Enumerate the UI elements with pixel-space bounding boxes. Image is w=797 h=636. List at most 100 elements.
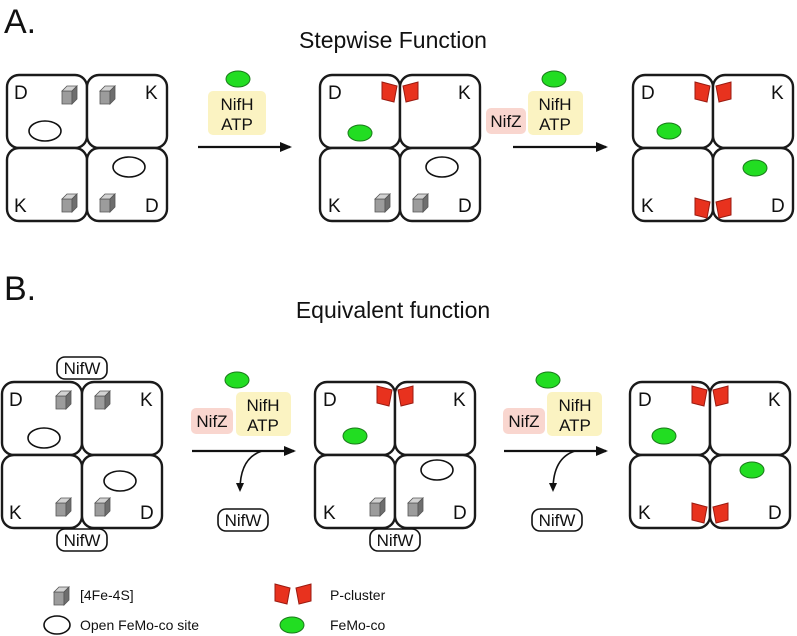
fe4s4-cube-icon — [374, 193, 391, 213]
open-femoco-site-icon — [28, 120, 62, 142]
subunit-k-label: K — [328, 196, 341, 217]
panel-b-title: Equivalent function — [296, 297, 490, 323]
subunit-k-label: K — [771, 83, 784, 104]
open-femoco-site-icon — [420, 459, 454, 481]
nifz-label: NifZ — [508, 412, 539, 431]
nifw-label: NifW — [64, 359, 101, 378]
tetramer-a3: D K K D — [631, 73, 795, 223]
tetramer-b2: D K K D NifW — [313, 380, 477, 552]
nifw-box — [56, 356, 108, 380]
subunit-d-label: D — [771, 196, 785, 217]
nifh-atp-box — [208, 91, 266, 135]
nifw-label: NifW — [225, 511, 262, 530]
femoco-icon — [651, 427, 677, 445]
femoco-icon — [535, 371, 561, 389]
subunit-k-label: K — [323, 503, 336, 524]
nifw-label: NifW — [539, 511, 576, 530]
fe4s4-cube-icon — [61, 193, 78, 213]
open-femoco-site-icon — [43, 615, 71, 635]
subunit-d-label: D — [328, 83, 342, 104]
fe4s4-cube-icon — [94, 390, 111, 410]
subunit-k-label: K — [641, 196, 654, 217]
nifh-label: NifH — [246, 396, 279, 415]
femoco-icon — [739, 461, 765, 479]
open-femoco-site-icon — [27, 427, 61, 449]
subunit-d-label: D — [145, 196, 159, 217]
step-a2: NifZ NifH ATP — [486, 70, 608, 152]
fe4s4-cube-icon — [55, 390, 72, 410]
nifw-label: NifW — [377, 531, 414, 550]
nifz-label: NifZ — [196, 412, 227, 431]
subunit-k-label: K — [14, 196, 27, 217]
subunit-k-label: K — [140, 390, 153, 411]
nifz-label: NifZ — [490, 112, 521, 131]
nifw-box — [217, 508, 269, 532]
subunit-d-label: D — [638, 390, 652, 411]
fe4s4-cube-icon — [99, 193, 116, 213]
femoco-icon — [224, 371, 250, 389]
step-a1: NifH ATP — [198, 70, 292, 152]
fe4s4-cube-icon — [99, 85, 116, 105]
open-femoco-site-icon — [112, 156, 146, 178]
subunit-d-label: D — [323, 390, 337, 411]
nifh-label: NifH — [220, 95, 253, 114]
panel-b-letter: B. — [4, 270, 36, 308]
tetramer-a2: D K K D — [318, 73, 482, 223]
panel-a-title: Stepwise Function — [299, 27, 487, 53]
nifh-atp-box — [547, 392, 602, 436]
fe4s4-cube-icon — [61, 85, 78, 105]
nifz-box — [486, 108, 526, 134]
open-femoco-site-icon — [103, 470, 137, 492]
fe4s4-cube-icon — [55, 497, 72, 517]
legend-p-cluster-label: P-cluster — [330, 587, 386, 603]
femoco-icon — [541, 70, 567, 88]
subunit-d-label: D — [9, 390, 23, 411]
subunit-k-label: K — [768, 390, 781, 411]
femoco-icon — [742, 159, 768, 177]
subunit-k-label: K — [458, 83, 471, 104]
step-b1: NifZ NifH ATP NifW — [191, 371, 296, 532]
femoco-icon — [347, 124, 373, 142]
nifw-label: NifW — [64, 531, 101, 550]
nifh-atp-box — [236, 392, 291, 436]
legend-open-site-label: Open FeMo-co site — [80, 617, 199, 633]
fe4s4-cube-icon — [369, 497, 386, 517]
nifh-label: NifH — [558, 396, 591, 415]
femoco-icon — [279, 616, 305, 634]
nifz-box — [191, 408, 233, 434]
nifh-atp-box — [528, 91, 583, 135]
nifw-box — [531, 508, 583, 532]
subunit-d-label: D — [641, 83, 655, 104]
fe4s4-cube-icon — [407, 497, 424, 517]
nifw-box — [369, 528, 421, 552]
atp-label: ATP — [539, 115, 571, 134]
subunit-d-label: D — [768, 503, 782, 524]
femoco-icon — [342, 427, 368, 445]
fe4s4-cube-icon — [53, 586, 70, 606]
atp-label: ATP — [559, 416, 591, 435]
subunit-k-label: K — [9, 503, 22, 524]
nifz-box — [503, 408, 545, 434]
atp-label: ATP — [221, 115, 253, 134]
nifw-box — [56, 528, 108, 552]
open-femoco-site-icon — [425, 156, 459, 178]
subunit-k-label: K — [453, 390, 466, 411]
legend-cube-label: [4Fe-4S] — [80, 587, 134, 603]
fe4s4-cube-icon — [94, 497, 111, 517]
legend: [4Fe-4S] Open FeMo-co site P-cluster FeM… — [43, 583, 386, 635]
femoco-icon — [656, 122, 682, 140]
p-cluster-icon — [274, 583, 312, 605]
tetramer-a1: D K K D — [5, 73, 169, 223]
subunit-k-label: K — [145, 83, 158, 104]
legend-femoco-label: FeMo-co — [330, 617, 385, 633]
tetramer-b1: D K K D NifW NifW — [0, 356, 164, 552]
subunit-d-label: D — [458, 196, 472, 217]
femoco-icon — [225, 70, 251, 88]
subunit-d-label: D — [140, 503, 154, 524]
release-arrow — [549, 450, 576, 492]
fe4s4-cube-icon — [412, 193, 429, 213]
panel-a-letter: A. — [4, 3, 36, 41]
subunit-k-label: K — [638, 503, 651, 524]
nifh-label: NifH — [538, 95, 571, 114]
